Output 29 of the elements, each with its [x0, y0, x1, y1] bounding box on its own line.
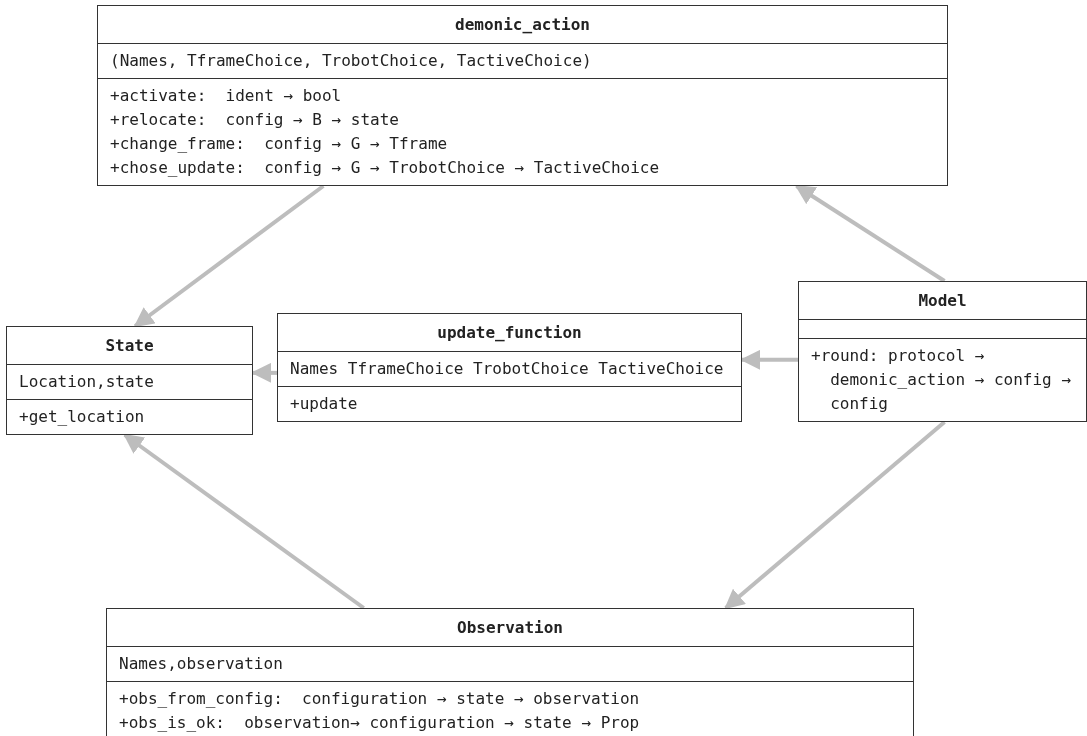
- class-box: [6, 326, 253, 435]
- arrow: [251, 362, 277, 383]
- class-method: +relocate: config → B → state: [110, 109, 400, 131]
- class-attributes: Names TframeChoice TrobotChoice TactiveChoice: [290, 358, 725, 380]
- class-name: Model: [917, 291, 968, 310]
- arrow: [133, 184, 325, 328]
- class-method: +activate: ident → bool: [110, 85, 343, 107]
- class-name: update_function: [436, 323, 583, 342]
- class-name: demonic_action: [454, 15, 591, 34]
- class-method: +change_frame: config → G → Tframe: [110, 133, 449, 155]
- arrow: [794, 184, 946, 283]
- class-attributes: (Names, TframeChoice, TrobotChoice, TactiveChoice): [110, 50, 593, 72]
- class-box: [97, 5, 948, 186]
- class-box: [798, 281, 1087, 422]
- class-method: +round: protocol → demonic_action → config → config: [811, 345, 1072, 415]
- arrow: [740, 349, 798, 370]
- class-method: +update: [290, 393, 359, 415]
- arrow: [123, 433, 365, 610]
- class-method: +get_location: [19, 406, 146, 428]
- class-box: [277, 313, 742, 422]
- class-attributes: Location,state: [19, 371, 155, 393]
- class-box: [106, 608, 914, 736]
- class-method: +chose_update: config → G → TrobotChoice → TactiveChoice: [110, 157, 661, 179]
- arrow: [724, 420, 946, 610]
- class-name: Observation: [456, 618, 564, 637]
- class-method: +obs_from_config: configuration → state → observation: [119, 688, 641, 710]
- class-method: +obs_is_ok: observation→ configuration → state → Prop: [119, 712, 641, 734]
- class-attributes: Names,observation: [119, 653, 284, 675]
- class-name: State: [104, 336, 155, 355]
